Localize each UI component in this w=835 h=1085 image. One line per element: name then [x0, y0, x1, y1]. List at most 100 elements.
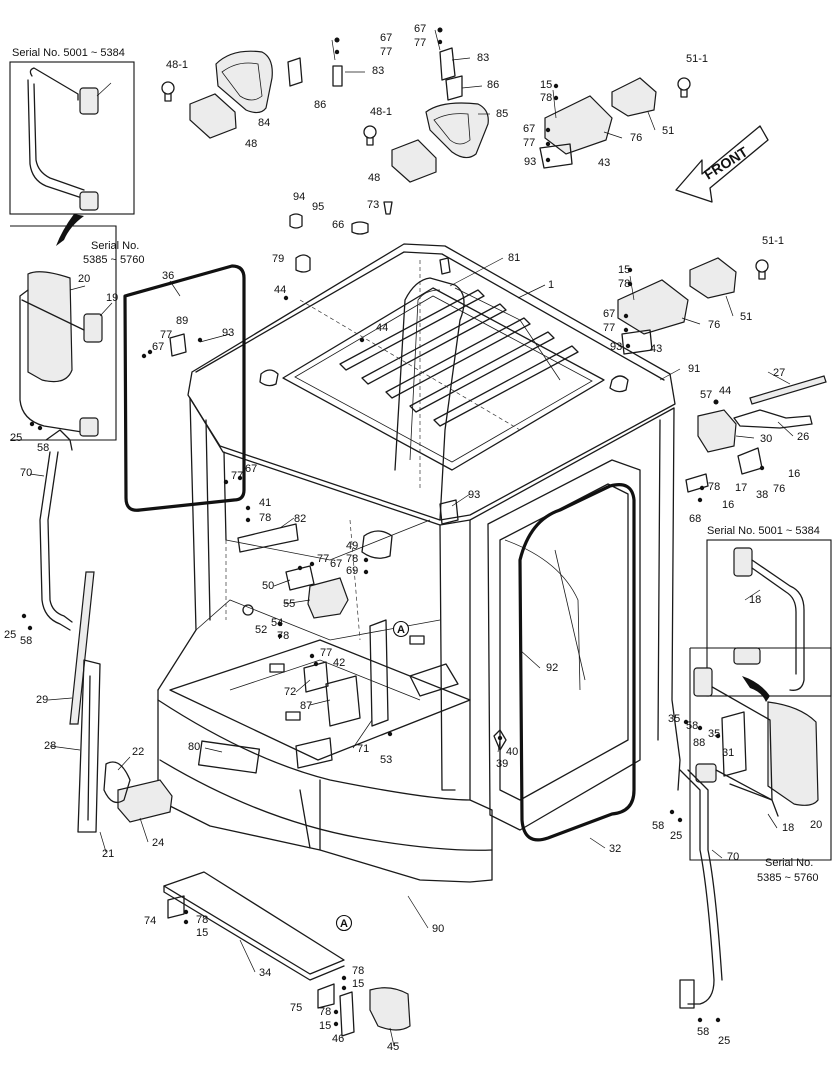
part-number-labels: 67778386844848-1677783868548-14815786777…: [4, 23, 822, 1053]
part-label: 15: [196, 927, 208, 939]
part-label: 48: [245, 138, 257, 150]
bolt-mark: [437, 39, 443, 45]
bolt-mark: [625, 343, 631, 349]
part-label: 84: [258, 117, 270, 129]
bolt-mark: [697, 725, 703, 731]
bolt-mark: [697, 1017, 703, 1023]
part-label: 68: [689, 513, 701, 525]
part-label: 78: [259, 512, 271, 524]
hardware: [21, 27, 765, 1027]
bolt-mark: [333, 1009, 339, 1015]
part-label: 71: [357, 743, 369, 755]
bolt-mark: [197, 337, 203, 343]
part-label: 27: [773, 367, 785, 379]
part-label: 35: [668, 713, 680, 725]
bolt-mark: [223, 479, 229, 485]
part-label: 93: [468, 489, 480, 501]
bolt-mark: [21, 613, 27, 619]
handrail-wiper-left: [39, 429, 173, 833]
part-label: 52: [255, 624, 267, 636]
part-label: 18: [782, 822, 794, 834]
bolt-mark: [27, 625, 33, 631]
part-label: 21: [102, 848, 114, 860]
bolt-mark: [387, 731, 393, 737]
part-label: 40: [506, 746, 518, 758]
part-label: 90: [432, 923, 444, 935]
part-label: 93: [524, 156, 536, 168]
part-label: 92: [546, 662, 558, 674]
part-label: 45: [387, 1041, 399, 1053]
part-label: 58: [37, 442, 49, 454]
bolt-mark: [553, 83, 559, 89]
part-label: 51: [662, 125, 674, 137]
part-label: 25: [670, 830, 682, 842]
part-label: 95: [312, 201, 324, 213]
part-label: 34: [259, 967, 271, 979]
part-label: 75: [290, 1002, 302, 1014]
part-label: 78: [540, 92, 552, 104]
bolt-mark: [183, 909, 189, 915]
bolt-mark: [545, 141, 551, 147]
serial-caption: 5385 ~ 5760: [757, 872, 818, 884]
bolt-mark: [237, 475, 243, 481]
part-label: 29: [36, 694, 48, 706]
part-label: 77: [320, 647, 332, 659]
callout-a-marker: A: [335, 914, 353, 932]
callout-markers: AA: [335, 620, 410, 932]
serial-caption: Serial No.: [91, 240, 139, 252]
part-label: 22: [132, 746, 144, 758]
bolt-mark: [545, 157, 551, 163]
interior-parts: [169, 201, 629, 769]
part-label: 77: [317, 553, 329, 565]
handrail-right: [679, 769, 723, 1009]
part-label: 58: [20, 635, 32, 647]
part-label: 18: [749, 594, 761, 606]
bolt-mark: [245, 505, 251, 511]
part-label: 82: [294, 513, 306, 525]
part-label: 70: [727, 851, 739, 863]
part-label: 38: [756, 489, 768, 501]
part-label: 15: [352, 978, 364, 990]
inset-pointers: [56, 214, 770, 702]
callout-circle: [335, 914, 353, 932]
bolt-mark: [29, 421, 35, 427]
part-label: 78: [319, 1006, 331, 1018]
bolt-mark: [277, 621, 283, 627]
bolt-mark: [147, 349, 153, 355]
part-label: 67: [245, 463, 257, 475]
part-label: 77: [231, 470, 243, 482]
part-label: 67: [414, 23, 426, 35]
part-label: 42: [333, 657, 345, 669]
callout-a-marker: A: [392, 620, 410, 638]
serial-caption: Serial No. 5001 ~ 5384: [12, 47, 125, 59]
part-label: 15: [319, 1020, 331, 1032]
bolt-mark: [183, 919, 189, 925]
bolt-mark: [359, 337, 365, 343]
part-label: 31: [722, 747, 734, 759]
part-label: 86: [314, 99, 326, 111]
part-label: 76: [773, 483, 785, 495]
part-label: 80: [188, 741, 200, 753]
part-label: 77: [160, 329, 172, 341]
bolt-mark: [669, 809, 675, 815]
part-label: 67: [603, 308, 615, 320]
bolt-mark: [623, 327, 629, 333]
bolt-mark: [545, 127, 551, 133]
part-label: 77: [523, 137, 535, 149]
part-label: 41: [259, 497, 271, 509]
part-label: 74: [144, 915, 156, 927]
part-label: 54: [271, 617, 283, 629]
bolt-mark: [333, 1021, 339, 1027]
part-label: 83: [477, 52, 489, 64]
bolt-mark: [699, 485, 705, 491]
part-label: 91: [688, 363, 700, 375]
serial-caption: 5385 ~ 5760: [83, 254, 144, 266]
part-label: 67: [523, 123, 535, 135]
part-label: 24: [152, 837, 164, 849]
part-label: 85: [496, 108, 508, 120]
part-label: 19: [106, 292, 118, 304]
part-label: 77: [603, 322, 615, 334]
